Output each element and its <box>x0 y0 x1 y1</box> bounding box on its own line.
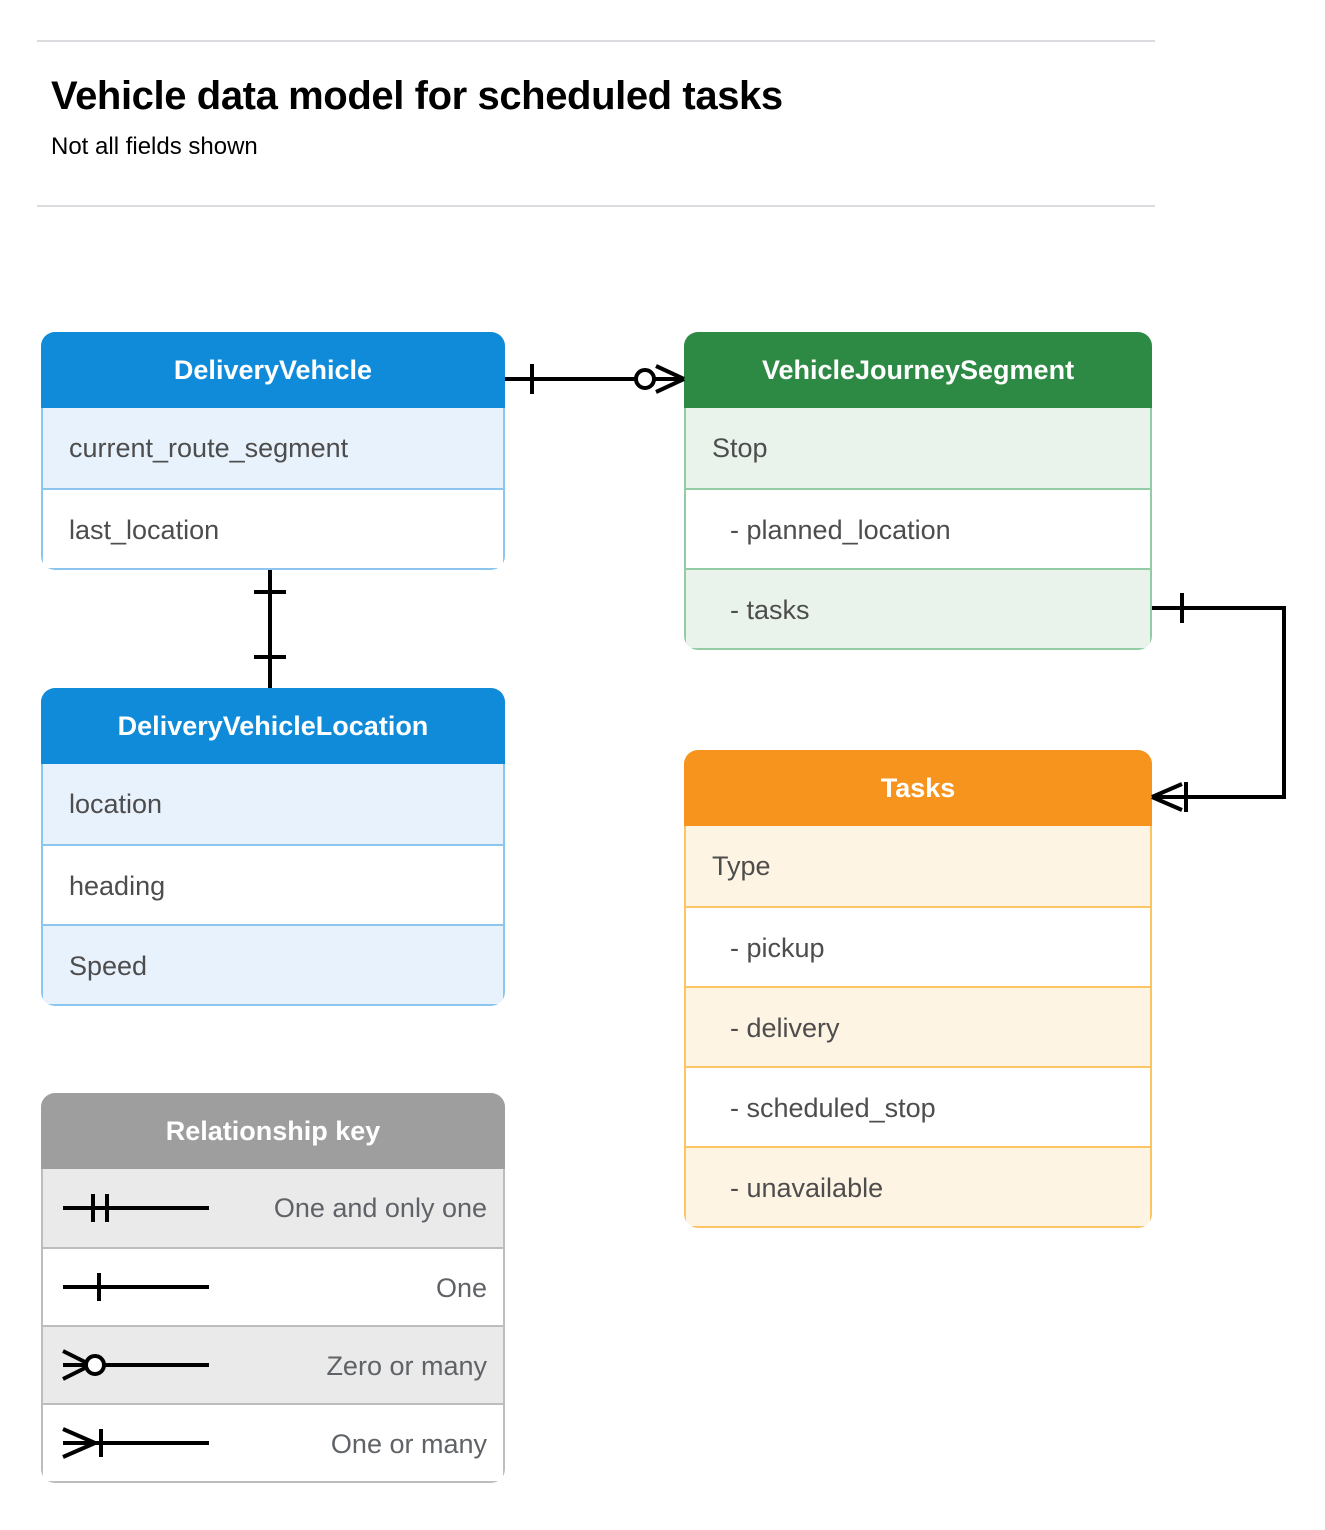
legend-item-label: Zero or many <box>326 1351 487 1381</box>
legend-item-label: One <box>435 1273 487 1303</box>
field-row: current_route_segment <box>43 408 503 488</box>
entity-fields-tasks: Type - pickup - delivery - scheduled_sto… <box>684 826 1152 1228</box>
field-row: - delivery <box>686 986 1150 1066</box>
field-row: - planned_location <box>686 488 1150 568</box>
field-row: - unavailable <box>686 1146 1150 1226</box>
header-divider-bottom <box>37 205 1155 207</box>
connector-delivery-vehicle-to-location <box>254 570 286 688</box>
page-title: Vehicle data model for scheduled tasks <box>51 74 783 118</box>
entity-title-vehicle-journey-segment: VehicleJourneySegment <box>684 332 1152 408</box>
connector-delivery-vehicle-to-journey-segment <box>505 364 685 394</box>
entity-title-delivery-vehicle: DeliveryVehicle <box>41 332 505 408</box>
entity-vehicle-journey-segment[interactable]: VehicleJourneySegment Stop - planned_loc… <box>684 332 1152 650</box>
entity-fields-delivery-vehicle-location: location heading Speed <box>41 764 505 1006</box>
relationship-key-legend: Relationship key One and only one One <box>41 1093 505 1483</box>
entity-delivery-vehicle-location[interactable]: DeliveryVehicleLocation location heading… <box>41 688 505 1006</box>
field-row: heading <box>43 844 503 924</box>
connector-journey-segment-tasks-to-tasks <box>1151 593 1286 812</box>
field-row: - pickup <box>686 906 1150 986</box>
entity-fields-vehicle-journey-segment: Stop - planned_location - tasks <box>684 408 1152 650</box>
zero-or-many-icon <box>62 1349 209 1381</box>
legend-rows: One and only one One Zero or many <box>41 1169 505 1483</box>
field-row: Type <box>686 826 1150 906</box>
legend-title: Relationship key <box>41 1093 505 1169</box>
page-subtitle: Not all fields shown <box>51 133 258 160</box>
header-divider-top <box>37 40 1155 42</box>
entity-delivery-vehicle[interactable]: DeliveryVehicle current_route_segment la… <box>41 332 505 570</box>
one-icon <box>63 1273 209 1301</box>
legend-item-label: One or many <box>330 1429 487 1459</box>
entity-title-tasks: Tasks <box>684 750 1152 826</box>
field-row: - scheduled_stop <box>686 1066 1150 1146</box>
field-row: Stop <box>686 408 1150 488</box>
legend-item-label: One and only one <box>273 1193 487 1223</box>
legend-item-zero-or-many: Zero or many <box>43 1325 503 1403</box>
entity-tasks[interactable]: Tasks Type - pickup - delivery - schedul… <box>684 750 1152 1228</box>
one-and-only-one-icon <box>63 1194 209 1222</box>
field-row: Speed <box>43 924 503 1004</box>
legend-item-one-or-many: One or many <box>43 1403 503 1481</box>
legend-item-one: One <box>43 1247 503 1325</box>
entity-title-delivery-vehicle-location: DeliveryVehicleLocation <box>41 688 505 764</box>
field-row: - tasks <box>686 568 1150 648</box>
field-row: last_location <box>43 488 503 568</box>
one-or-many-icon <box>62 1427 209 1459</box>
field-row: location <box>43 764 503 844</box>
legend-item-one-and-only-one: One and only one <box>43 1169 503 1247</box>
entity-fields-delivery-vehicle: current_route_segment last_location <box>41 408 505 570</box>
